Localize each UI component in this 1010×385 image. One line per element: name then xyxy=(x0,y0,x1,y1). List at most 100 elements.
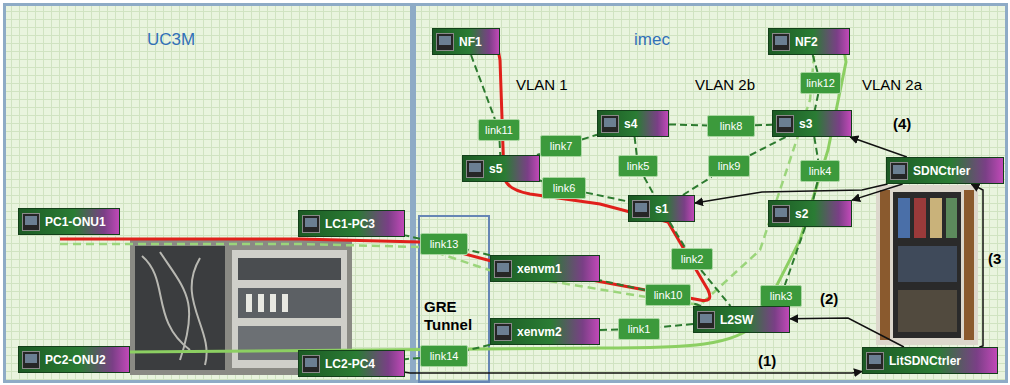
link-label: link14 xyxy=(430,350,459,362)
rack-post xyxy=(964,190,974,340)
device-box: PC1-ONU1 xyxy=(18,208,120,235)
link-box: link1 xyxy=(618,318,660,340)
device-icon xyxy=(772,33,790,51)
site-region: UC3MPC1-ONU1LC1-PC3PC2-ONU2LC2-PC4 xyxy=(3,3,413,383)
link-line xyxy=(582,135,597,140)
device-label: NF1 xyxy=(459,35,482,49)
device-icon xyxy=(436,33,454,51)
equipment-card xyxy=(246,294,252,312)
device-icon xyxy=(890,162,908,180)
server-unit xyxy=(946,198,957,238)
server-unit xyxy=(930,198,942,238)
device-label: s4 xyxy=(624,117,637,131)
device-box: xenvm1 xyxy=(490,255,600,282)
link-line xyxy=(750,137,786,155)
device-label: s2 xyxy=(795,207,808,221)
connector-group xyxy=(405,55,983,373)
link-box: link11 xyxy=(478,119,520,141)
flow-path xyxy=(60,44,710,301)
link-box: link3 xyxy=(760,285,802,307)
device-box: s3 xyxy=(772,110,852,137)
device-icon xyxy=(22,213,40,231)
device-box: L2SW xyxy=(693,306,790,333)
device-label: s1 xyxy=(655,202,668,216)
link-line xyxy=(537,154,540,155)
link-line xyxy=(813,55,818,72)
equipment-shelf xyxy=(232,250,347,368)
link-box: link8 xyxy=(707,115,755,137)
callout-number: (2) xyxy=(820,290,838,307)
link-line xyxy=(471,55,495,119)
region-title: imec xyxy=(634,30,670,50)
device-icon xyxy=(22,351,40,369)
device-box: s4 xyxy=(597,110,669,137)
uc3m-photo xyxy=(130,240,352,375)
link-label: link5 xyxy=(627,160,650,172)
device-label: NF2 xyxy=(795,35,818,49)
photo-ground xyxy=(876,185,978,345)
device-box: s2 xyxy=(768,200,852,227)
link-box: link2 xyxy=(671,248,713,270)
device-label: SDNCtrler xyxy=(913,164,970,178)
link-line xyxy=(683,177,712,195)
equipment-card xyxy=(258,294,264,312)
rack-photo xyxy=(876,185,978,345)
device-box: NF1 xyxy=(432,28,500,55)
device-label: xenvm1 xyxy=(517,262,562,276)
link-label: link7 xyxy=(550,140,573,152)
rack-post xyxy=(880,190,890,340)
flow-path xyxy=(128,44,846,352)
link-line xyxy=(815,94,818,110)
link-line xyxy=(468,250,490,255)
device-icon xyxy=(494,323,512,341)
link-line xyxy=(701,270,730,306)
link-line xyxy=(600,280,645,290)
link-label: link8 xyxy=(720,120,743,132)
device-box: LitSDNCtrler xyxy=(862,347,998,374)
tunnel-label: GRE Tunnel xyxy=(424,298,488,334)
server-unit xyxy=(898,290,957,332)
control-arrow xyxy=(850,137,907,157)
link-label: link4 xyxy=(809,165,832,177)
link-line xyxy=(644,177,654,195)
link-line xyxy=(755,124,772,127)
control-arrow xyxy=(695,184,888,203)
equipment-card xyxy=(270,294,276,312)
device-icon xyxy=(601,115,619,133)
server-unit xyxy=(898,246,957,282)
device-icon xyxy=(466,160,484,178)
link-line xyxy=(600,329,618,331)
link-line xyxy=(670,222,686,248)
control-arrow xyxy=(405,371,862,373)
device-label: LitSDNCtrler xyxy=(889,354,961,368)
callout-number: (3 xyxy=(988,250,1001,267)
link-label: link12 xyxy=(806,77,835,89)
link-line xyxy=(635,137,637,155)
link-box: link5 xyxy=(618,155,658,177)
link-line xyxy=(814,137,818,160)
server-unit xyxy=(898,198,910,238)
flow-path xyxy=(60,56,814,305)
device-box: NF2 xyxy=(768,28,850,55)
link-line xyxy=(405,358,420,359)
site-region: imec NF1 NF2 link11 link12 s4 link8 s3 link7 s5 li… xyxy=(413,3,1008,383)
link-box: link10 xyxy=(645,284,691,306)
device-label: s5 xyxy=(489,162,502,176)
device-label: PC1-ONU1 xyxy=(45,215,106,229)
device-icon xyxy=(632,200,650,218)
link-box: link13 xyxy=(420,233,468,255)
device-box: SDNCtrler xyxy=(886,157,1004,184)
device-label: xenvm2 xyxy=(517,325,562,339)
link-box: link6 xyxy=(542,177,586,199)
device-label: L2SW xyxy=(720,313,753,327)
vlan-label: VLAN 2b xyxy=(695,76,755,93)
device-label: LC2-PC4 xyxy=(325,357,375,371)
device-label: PC2-ONU2 xyxy=(45,353,106,367)
equipment-unit xyxy=(238,326,341,360)
region-title: UC3M xyxy=(147,30,195,50)
link-label: link13 xyxy=(430,238,459,250)
link-line xyxy=(540,180,542,183)
link-box: link4 xyxy=(800,160,840,182)
control-arrow xyxy=(971,184,983,347)
device-icon xyxy=(697,311,715,329)
